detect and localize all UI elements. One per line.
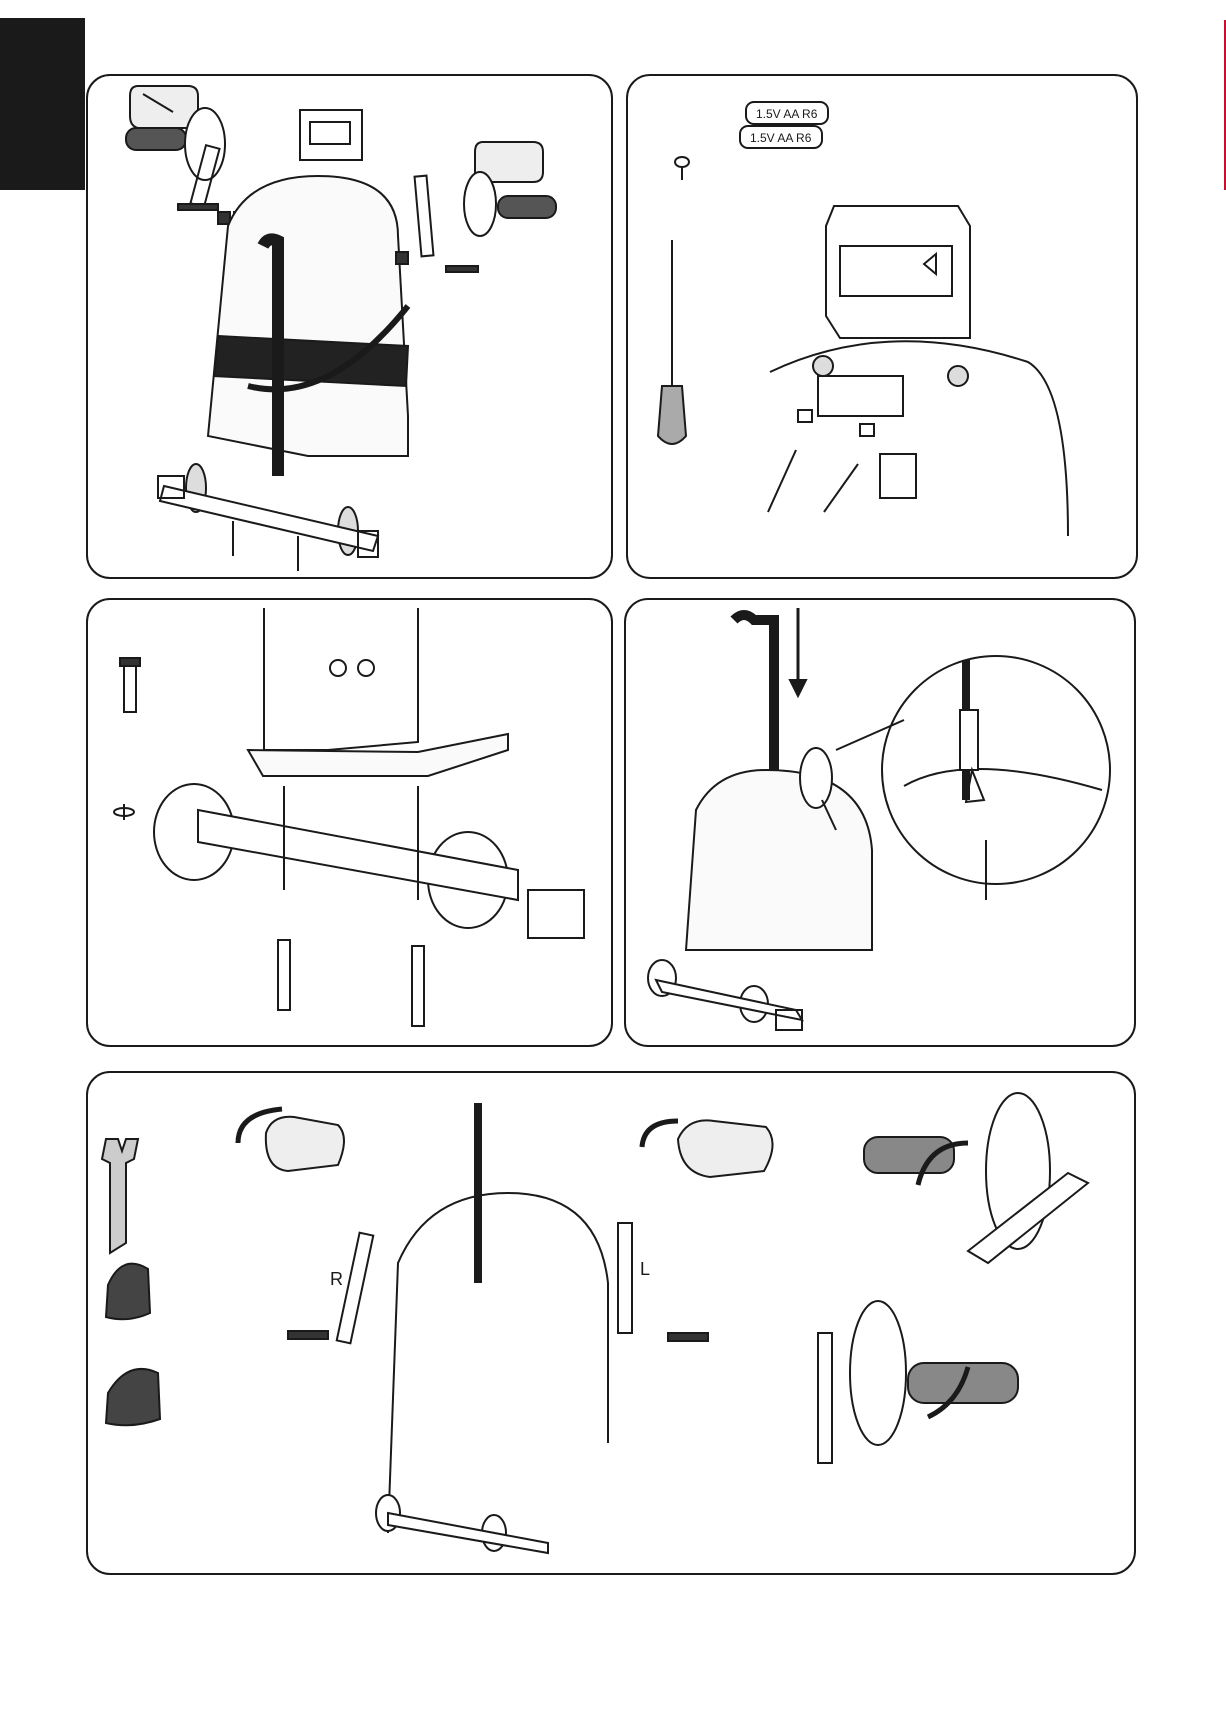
handle-icon [498,196,556,218]
pedal-icon [678,1120,773,1177]
screw-icon [675,157,689,180]
panel-assembly-overview [86,74,613,579]
strap-icon [106,1264,150,1320]
handle-icon [126,128,186,150]
left-arm-label: L [640,1259,650,1279]
bolt-icon [120,658,140,712]
screw-icon [798,410,812,422]
pedal-icon [266,1117,344,1171]
arrow-icon [790,608,806,696]
monitor-icon [826,206,970,338]
bolt-icon [668,1333,708,1341]
monitor-icon [300,110,362,160]
strap-icon [106,1369,160,1425]
section-tab [0,18,85,190]
panel-handle-insert [624,598,1136,1047]
arrow-icon [768,450,858,512]
battery-label-1: 1.5V AA R6 [756,107,818,121]
battery-icon: 1.5V AA R6 [746,102,828,124]
panel-base-axle [86,598,613,1047]
screw-icon [860,424,874,436]
panel-pedals-arms: R L [86,1071,1136,1575]
washer-icon [114,804,134,820]
screwdriver-icon [658,240,686,444]
bolt-icon [412,946,424,1026]
arrow-icon [642,1121,678,1147]
handle-icon [864,1137,954,1173]
bolt-icon [446,266,478,272]
panel-battery-monitor: 1.5V AA R6 1.5V AA R6 [626,74,1138,579]
wrench-icon [102,1139,138,1253]
battery-icon: 1.5V AA R6 [740,126,822,148]
bolt-icon [178,204,218,210]
right-arm-label: R [330,1269,343,1289]
bike-body [208,176,408,456]
bolt-icon [288,1331,328,1339]
battery-label-2: 1.5V AA R6 [750,131,812,145]
pedal-icon [130,86,198,128]
bolt-icon [278,940,290,1010]
